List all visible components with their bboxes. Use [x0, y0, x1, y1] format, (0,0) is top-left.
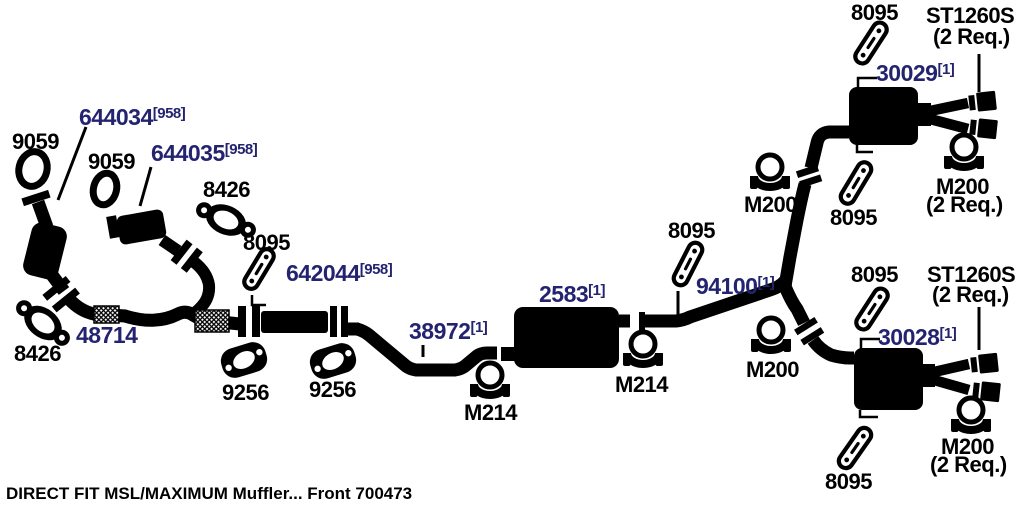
label-8095-3: 8095	[851, 0, 898, 25]
label-m200-lower-right-qty: (2 Req.)	[930, 452, 1007, 477]
label-8095-6: 8095	[825, 469, 872, 494]
label-st1260s-top: ST1260S	[926, 3, 1015, 28]
tail-pipe-94100	[619, 125, 854, 365]
exhaust-tip-st1260s-lower-right	[969, 118, 998, 140]
label-m200-upper-right-qty: (2 Req.)	[926, 192, 1003, 217]
label-9256-right: 9256	[309, 377, 356, 402]
label-8095-1: 8095	[243, 230, 290, 255]
hanger-8095-2	[671, 240, 705, 288]
clamp-m200-lower-left	[751, 315, 791, 354]
exhaust-tip-st1260s-upper-lower	[970, 352, 999, 374]
label-8426-top: 8426	[203, 177, 250, 202]
hanger-8095-5	[854, 286, 890, 332]
footer-caption: DIRECT FIT MSL/MAXIMUM Muffler... Front …	[6, 484, 413, 503]
muffler-2583	[514, 307, 619, 368]
leader-lines	[56, 54, 981, 419]
intermediate-pipe-38972	[355, 322, 515, 377]
flex-coupling-2	[194, 309, 230, 333]
hanger-8095-6	[836, 425, 874, 471]
label-8426-bottom: 8426	[14, 341, 61, 366]
label-m200-upper-left: M200	[744, 192, 798, 217]
resonator-642044	[261, 306, 359, 337]
label-642044[interactable]: 642044[958]	[286, 260, 393, 286]
label-m200-lower-right: M200	[941, 434, 995, 459]
clamp-m214-right	[623, 329, 663, 368]
exhaust-tip-st1260s-upper-right	[968, 90, 997, 112]
label-m200-upper-right: M200	[936, 174, 990, 199]
label-9059-left: 9059	[12, 129, 59, 154]
label-m214-right: M214	[615, 372, 669, 397]
muffler-30029	[849, 87, 970, 145]
front-pipe-644035	[106, 209, 216, 321]
gasket-9256-left	[220, 342, 268, 378]
label-644035[interactable]: 644035[958]	[151, 140, 258, 166]
gasket-9256-right	[309, 343, 357, 379]
label-st1260s-bottom: ST1260S	[927, 262, 1016, 287]
flange-joint-resonator-inlet	[238, 306, 260, 337]
label-m214-left: M214	[464, 400, 518, 425]
catalytic-converter-644034	[21, 189, 80, 313]
label-30029[interactable]: 30029[1]	[876, 60, 955, 86]
label-48714[interactable]: 48714	[76, 322, 138, 348]
label-9059-right: 9059	[88, 149, 135, 174]
label-644034[interactable]: 644034[958]	[79, 104, 186, 130]
exhaust-tip-st1260s-lower-lower	[972, 381, 1001, 403]
label-st1260s-bottom-qty: (2 Req.)	[932, 282, 1009, 307]
hanger-8095-1	[242, 247, 276, 291]
label-30028[interactable]: 30028[1]	[878, 324, 957, 350]
clamp-m200-lower-right	[951, 395, 991, 434]
label-38972[interactable]: 38972[1]	[409, 318, 488, 344]
label-st1260s-top-qty: (2 Req.)	[933, 24, 1010, 49]
flange-8426-bottom	[16, 300, 70, 346]
flange-8426-top	[196, 202, 256, 238]
clamp-m200-upper-left	[750, 152, 790, 191]
label-2583[interactable]: 2583[1]	[539, 281, 606, 307]
hanger-8095-4	[838, 160, 874, 206]
clamp-m214-left	[470, 360, 510, 399]
label-8095-4: 8095	[830, 205, 877, 230]
hanger-8095-3	[853, 20, 889, 66]
muffler-30028	[854, 348, 971, 410]
clamp-m200-upper-right	[944, 132, 984, 171]
label-94100[interactable]: 94100[1]	[696, 273, 775, 299]
label-m200-lower-left: M200	[746, 357, 800, 382]
label-8095-5: 8095	[851, 262, 898, 287]
gasket-9059-ring-right	[89, 169, 121, 209]
gasket-9059-ring-left	[15, 148, 51, 190]
label-9256-left: 9256	[222, 380, 269, 405]
flex-coupling-48714	[93, 305, 120, 324]
label-8095-2: 8095	[668, 218, 715, 243]
